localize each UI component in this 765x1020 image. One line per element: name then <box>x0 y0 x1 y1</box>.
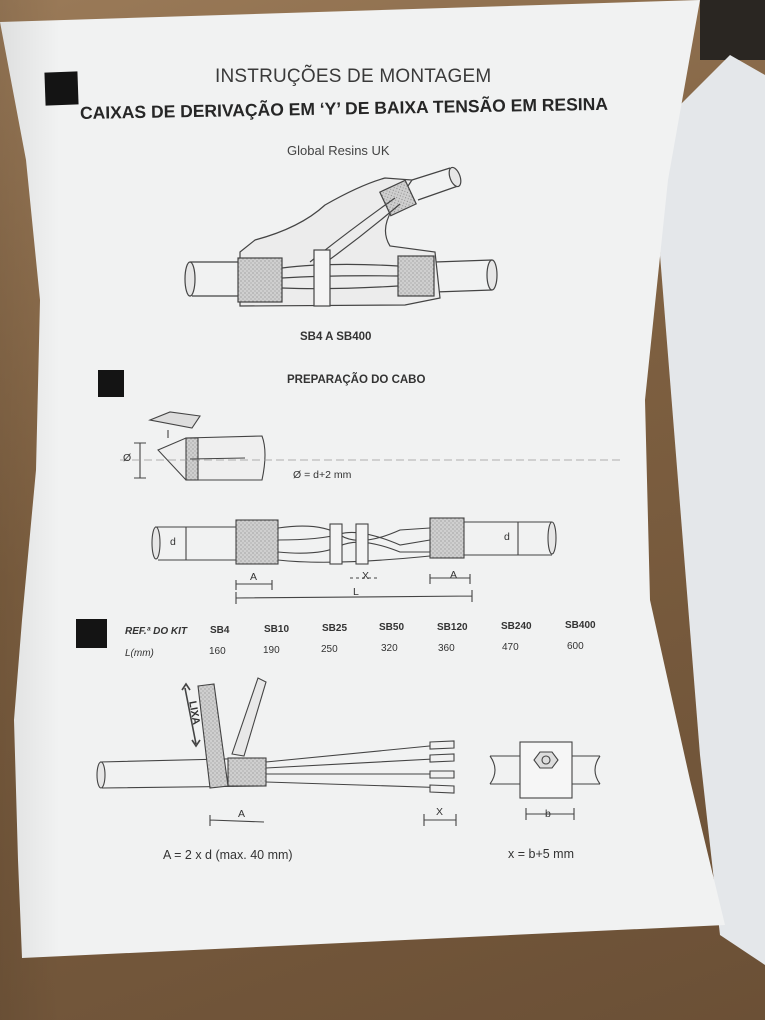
diameter-formula: Ø = d+2 mm <box>293 469 352 481</box>
table-length: 360 <box>438 643 455 654</box>
dim-b: b <box>545 808 551 820</box>
formula-a: A = 2 x d (max. 40 mm) <box>163 848 293 862</box>
table-length: 190 <box>263 645 280 656</box>
dim-x-bottom: X <box>436 806 444 818</box>
dim-x: X <box>362 570 370 582</box>
diameter-symbol: Ø <box>123 452 132 464</box>
marker-square-2 <box>98 370 124 397</box>
table-kit: SB400 <box>565 620 596 631</box>
dim-d-left: d <box>170 536 176 548</box>
table-kit: SB4 <box>210 625 230 636</box>
table-length-label: L(mm) <box>125 648 154 659</box>
dim-d-right: d <box>504 531 510 543</box>
table-length: 470 <box>502 642 519 653</box>
section-title: PREPARAÇÃO DO CABO <box>287 374 426 386</box>
marker-square-3 <box>76 619 107 648</box>
table-length: 160 <box>209 646 226 657</box>
table-length: 320 <box>381 643 398 654</box>
table-kit: SB240 <box>501 621 532 632</box>
cable-end-drawing <box>120 411 620 481</box>
company-name: Global Resins UK <box>287 143 390 158</box>
table-kit: SB50 <box>379 622 405 633</box>
figure1-caption: SB4 A SB400 <box>300 331 372 343</box>
stripping-drawing <box>96 677 601 826</box>
dim-l: L <box>353 586 359 598</box>
dark-corner <box>700 0 765 60</box>
y-junction-drawing <box>184 166 498 307</box>
table-length: 600 <box>567 641 584 652</box>
formula-x: x = b+5 mm <box>508 847 574 861</box>
dim-a-right: A <box>450 569 458 581</box>
table-kit: SB10 <box>264 624 290 635</box>
table-kit: SB25 <box>322 623 348 634</box>
table-ref-label: REF.ª DO KIT <box>125 626 188 637</box>
table-kit: SB120 <box>437 622 468 633</box>
dim-a-left: A <box>250 571 258 583</box>
dim-a-bottom: A <box>238 808 246 820</box>
splice-drawing <box>151 517 557 604</box>
table-length: 250 <box>321 644 338 655</box>
document-title: INSTRUÇÕES DE MONTAGEM <box>215 66 492 87</box>
